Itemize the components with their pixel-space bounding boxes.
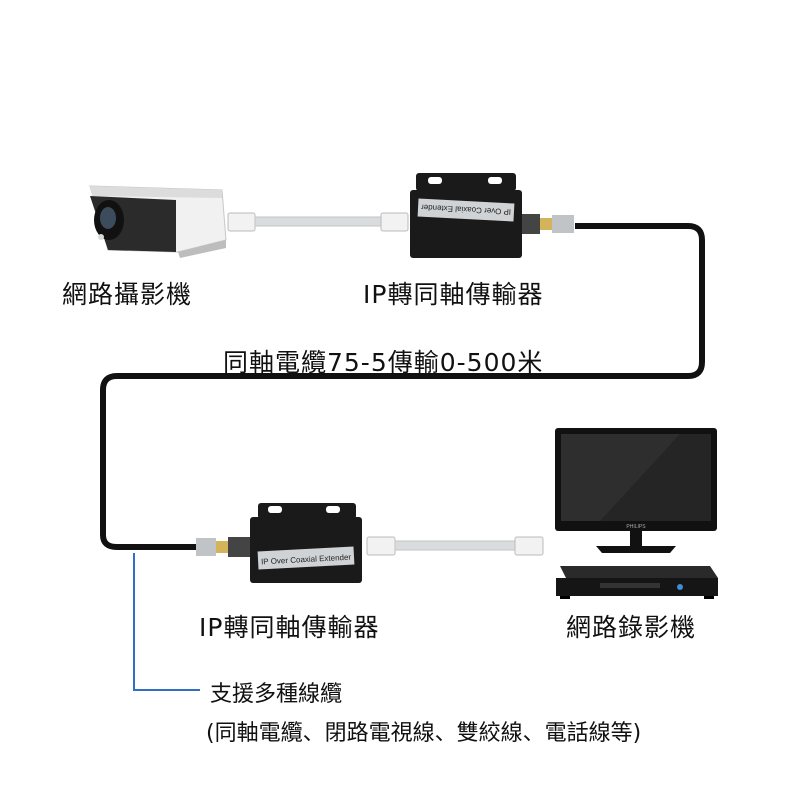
cable-note: 同軸電纜75-5傳輸0-500米 <box>223 348 544 377</box>
extender-top-device: IP Over Coaxial Extender <box>410 173 574 258</box>
support-detail: (同軸電纜、閉路電視線、雙絞線、電話線等) <box>206 721 642 746</box>
extender-bottom-device: IP Over Coaxial Extender <box>196 503 362 583</box>
extender-bottom-label: IP轉同軸傳輸器 <box>199 613 380 642</box>
callout-line <box>133 553 200 691</box>
ethernet-cable-top <box>227 212 409 232</box>
ethernet-cable-bottom <box>366 536 544 556</box>
network-video-recorder <box>556 566 718 599</box>
monitor-brand: PHILIPS <box>626 524 646 530</box>
support-title: 支援多種線纜 <box>210 682 343 707</box>
recorder-label: 網路錄影機 <box>566 613 697 642</box>
coax-cable <box>100 223 705 550</box>
extender-top-label: IP轉同軸傳輸器 <box>363 280 544 309</box>
ip-camera <box>89 185 227 258</box>
nvr-led-icon <box>677 584 683 590</box>
monitor: PHILIPS <box>555 428 717 553</box>
camera-label: 網路攝影機 <box>62 280 193 309</box>
